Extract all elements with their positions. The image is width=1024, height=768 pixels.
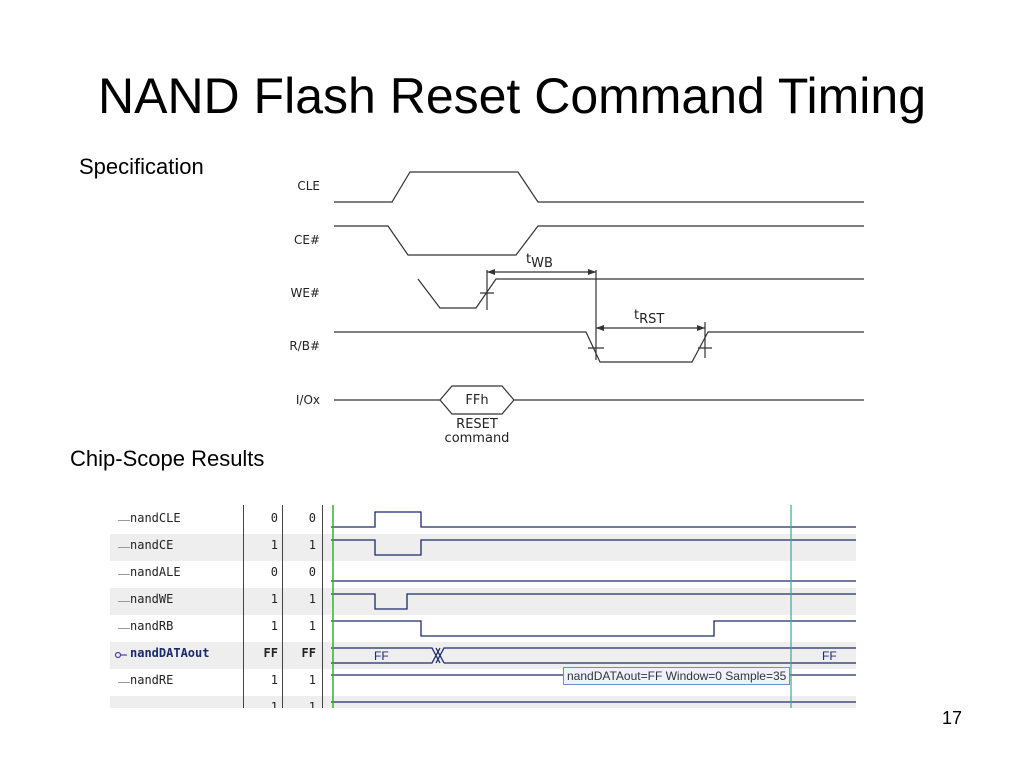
trst-label: tRST bbox=[634, 308, 664, 327]
cs-value-1: 1 bbox=[270, 538, 278, 552]
cs-row-nandce: nandCE 1 1 bbox=[110, 534, 856, 561]
wave-nandcle bbox=[331, 511, 856, 528]
signal-label-io: I/Ox bbox=[296, 393, 320, 407]
cs-value-1: 1 bbox=[270, 673, 278, 687]
trst-arrowhead-right bbox=[697, 325, 705, 331]
twb-label: tWB bbox=[526, 252, 553, 271]
column-separator[interactable] bbox=[282, 505, 283, 708]
bus-value-left: FF bbox=[374, 649, 389, 663]
reset-caption: RESET bbox=[456, 417, 498, 432]
ffh-value: FFh bbox=[465, 393, 488, 408]
signal-label-we: WE# bbox=[290, 286, 320, 300]
cs-value-1: 0 bbox=[270, 511, 278, 525]
cs-value-2: 1 bbox=[308, 592, 316, 606]
trst-sub: RST bbox=[639, 312, 664, 327]
twb-right-marker bbox=[588, 270, 604, 360]
signal-label-cle: CLE bbox=[297, 179, 320, 193]
cs-value-1: 1 bbox=[270, 592, 278, 606]
wave-nanddataout bbox=[331, 647, 856, 664]
cs-signal-name: nandRB bbox=[130, 619, 174, 633]
cs-row-nanddataout: nandDATAout FF FF bbox=[110, 642, 856, 669]
cs-signal-name: nandDATAout bbox=[130, 646, 210, 660]
chipscope-waveforms: FF FF bbox=[331, 505, 856, 708]
chipscope-label: Chip-Scope Results bbox=[70, 446, 265, 471]
cs-signal-name: nandRE bbox=[130, 673, 174, 687]
spec-label: Specification bbox=[79, 154, 204, 179]
cs-row-nandwe: nandWE 1 1 bbox=[110, 588, 856, 615]
wave-nandrb bbox=[331, 620, 856, 637]
signal-label-ce: CE# bbox=[294, 233, 320, 247]
cursor-tooltip: nandDATAout=FF Window=0 Sample=35 bbox=[563, 667, 791, 685]
cs-value-2: 0 bbox=[308, 565, 316, 579]
cs-value-1: 1 bbox=[270, 700, 278, 708]
cs-row-nandre: nandRE 1 1 bbox=[110, 669, 856, 696]
signal-label-rb: R/B# bbox=[289, 339, 320, 353]
twb-left-marker bbox=[480, 270, 494, 310]
column-separator[interactable] bbox=[322, 505, 323, 708]
bus-value-right: FF bbox=[822, 649, 837, 663]
bus-expand-icon[interactable] bbox=[114, 650, 128, 660]
cs-row-nandcle: nandCLE 0 0 bbox=[110, 507, 856, 534]
slide-title: NAND Flash Reset Command Timing bbox=[97, 68, 927, 124]
trst-arrowhead-left bbox=[596, 325, 604, 331]
ce-waveform bbox=[334, 225, 864, 256]
rb-waveform bbox=[334, 331, 864, 363]
command-caption: command bbox=[445, 431, 510, 446]
cs-value-2: 1 bbox=[308, 673, 316, 687]
twb-arrowhead-right bbox=[588, 269, 596, 275]
wave-nandwe bbox=[331, 593, 856, 610]
cs-signal-name: nandCE bbox=[130, 538, 174, 552]
cs-value-1: FF bbox=[263, 646, 278, 660]
trst-t: t bbox=[634, 308, 639, 323]
cs-value-2: 0 bbox=[308, 511, 316, 525]
page-number: 17 bbox=[941, 708, 962, 728]
cs-row-nandale: nandALE 0 0 bbox=[110, 561, 856, 588]
wave-nandce bbox=[331, 539, 856, 556]
we-waveform bbox=[417, 278, 864, 309]
cs-value-1: 0 bbox=[270, 565, 278, 579]
column-separator[interactable] bbox=[243, 505, 244, 708]
cle-waveform bbox=[334, 171, 864, 203]
cs-signal-name: nandCLE bbox=[130, 511, 181, 525]
ffh-hexagon bbox=[439, 385, 515, 415]
twb-sub: WB bbox=[531, 256, 553, 271]
cs-signal-name: nandWE bbox=[130, 592, 174, 606]
cs-value-1: 1 bbox=[270, 619, 278, 633]
cs-value-2: 1 bbox=[308, 700, 316, 708]
twb-arrowhead-left bbox=[487, 269, 495, 275]
spec-timing-diagram: CLE CE# WE# R/B# I/Ox FFh RESET command … bbox=[270, 160, 870, 450]
twb-t: t bbox=[526, 252, 531, 267]
cs-value-2: 1 bbox=[308, 538, 316, 552]
cs-value-2: 1 bbox=[308, 619, 316, 633]
cs-row-nandrb: nandRB 1 1 bbox=[110, 615, 856, 642]
cs-value-2: FF bbox=[301, 646, 316, 660]
cs-signal-name: nandALE bbox=[130, 565, 181, 579]
